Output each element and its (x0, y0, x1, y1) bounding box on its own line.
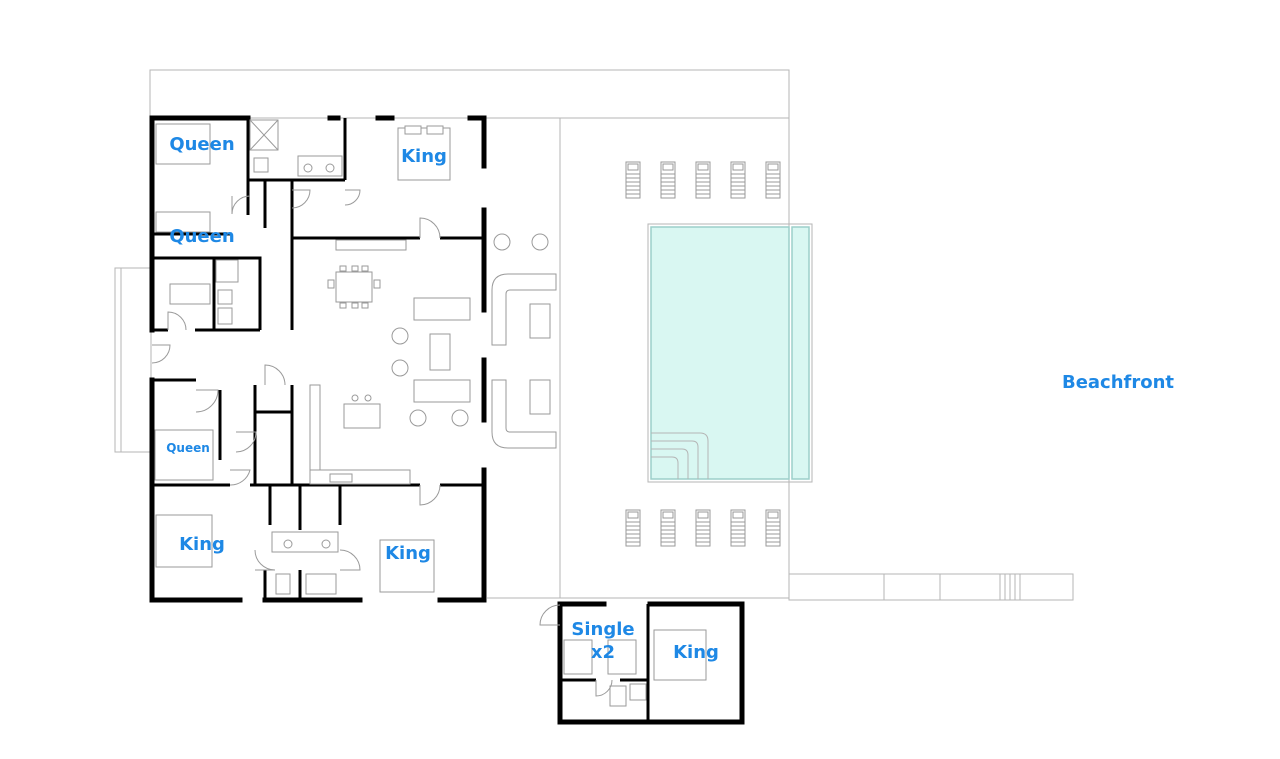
label-beachfront: Beachfront (1062, 372, 1174, 393)
sun-lounger (625, 161, 641, 199)
label-king-sw: King (179, 534, 225, 555)
outdoor-lounge (491, 233, 557, 449)
label-king-guest: King (673, 642, 719, 663)
sun-lounger (730, 509, 746, 547)
sun-lounger (625, 509, 641, 547)
guest-house-walls (557, 601, 745, 725)
pool-water (650, 226, 790, 480)
label-king-north: King (401, 146, 447, 167)
sun-lounger (695, 509, 711, 547)
label-queen-nw-top: Queen (169, 134, 234, 155)
pool-spa-lane (791, 226, 810, 480)
sun-lounger (660, 161, 676, 199)
sun-lounger (695, 161, 711, 199)
label-king-south: King (385, 543, 431, 564)
label-single-x2-line2: x2 (591, 642, 615, 663)
furniture (154, 119, 471, 595)
main-house-walls (149, 115, 487, 603)
label-queen-nw-bottom: Queen (169, 226, 234, 247)
sun-loungers (625, 161, 781, 547)
pool (647, 223, 813, 483)
label-queen-west: Queen (166, 441, 210, 455)
sun-lounger (765, 509, 781, 547)
sun-lounger (765, 161, 781, 199)
room-labels: Queen Queen King Queen King King Single … (166, 134, 1174, 663)
guest-furniture (563, 629, 707, 707)
doors (151, 189, 613, 697)
sun-lounger (730, 161, 746, 199)
sun-lounger (660, 509, 676, 547)
label-single-x2-line1: Single (571, 619, 634, 640)
